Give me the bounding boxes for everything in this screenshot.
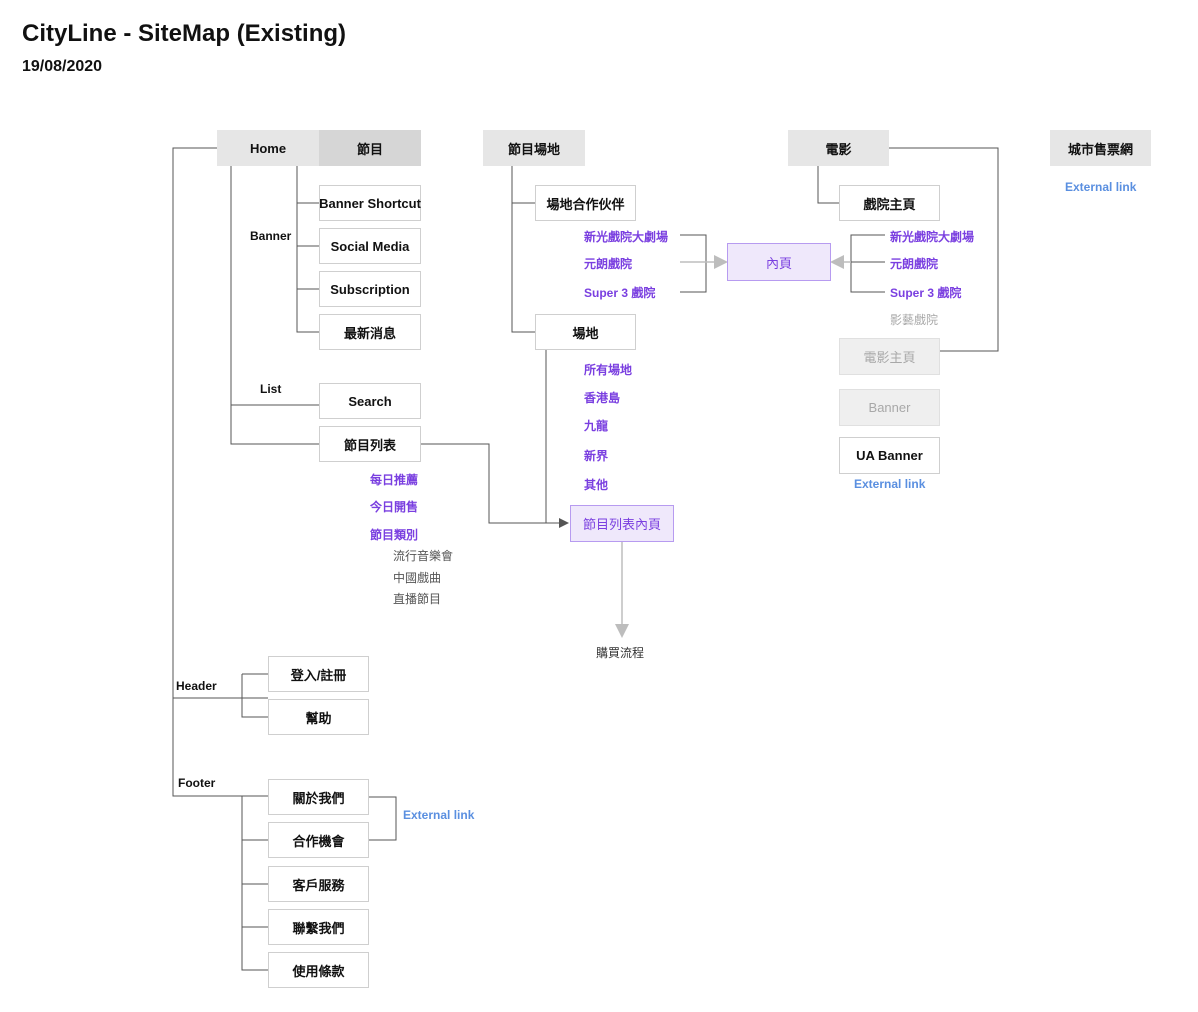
cooperation-box[interactable]: 合作機會 [268,822,369,858]
venue-link-all[interactable]: 所有場地 [584,363,633,377]
ua-external-link[interactable]: External link [854,477,926,491]
page-date: 19/08/2020 [22,58,103,75]
category-pop-concert: 流行音樂會 [393,549,454,563]
program-list-inner-box[interactable]: 節目列表內頁 [570,505,674,542]
cinema-link-yuen-long[interactable]: 元朗戲院 [890,257,939,271]
footer-external-link[interactable]: External link [403,808,475,822]
today-sale-link[interactable]: 今日開售 [370,500,419,514]
cinema-muted-label: 影藝戲院 [890,313,939,327]
programs-box[interactable]: 節目 [319,130,421,166]
category-chinese-opera: 中國戲曲 [393,571,442,585]
partner-link-yuen-long[interactable]: 元朗戲院 [584,257,633,271]
footer-group-label: Footer [178,776,216,790]
cinema-link-sunbeam[interactable]: 新光戲院大劇場 [890,230,975,244]
movies-box[interactable]: 電影 [788,130,889,166]
ua-banner-box[interactable]: UA Banner [839,437,940,474]
help-box[interactable]: 幫助 [268,699,369,735]
subscription-box[interactable]: Subscription [319,271,421,307]
partner-link-super3[interactable]: Super 3 戲院 [584,286,656,300]
banner-group-label: Banner [250,229,292,243]
contact-us-box[interactable]: 聯繫我們 [268,909,369,945]
about-us-box[interactable]: 關於我們 [268,779,369,815]
inner-page-box[interactable]: 內頁 [727,243,831,281]
city-ticketing-external-link[interactable]: External link [1065,180,1137,194]
venue-link-new-territories[interactable]: 新界 [584,449,609,463]
list-group-label: List [260,382,282,396]
venues-box[interactable]: 節目場地 [483,130,585,166]
home-box[interactable]: Home [217,130,319,166]
venue-link-hk-island[interactable]: 香港島 [584,391,621,405]
program-category-link[interactable]: 節目類別 [370,528,419,542]
venue-box[interactable]: 場地 [535,314,636,350]
header-group-label: Header [176,679,217,693]
partner-link-sunbeam[interactable]: 新光戲院大劇場 [584,230,669,244]
login-register-box[interactable]: 登入/註冊 [268,656,369,692]
movie-banner-box[interactable]: Banner [839,389,940,426]
venue-link-kowloon[interactable]: 九龍 [584,419,609,433]
customer-service-box[interactable]: 客戶服務 [268,866,369,902]
latest-news-box[interactable]: 最新消息 [319,314,421,350]
cinema-home-box[interactable]: 戲院主頁 [839,185,940,221]
purchase-flow-label: 購買流程 [596,646,645,660]
venue-link-others[interactable]: 其他 [584,478,609,492]
terms-box[interactable]: 使用條款 [268,952,369,988]
movie-home-box[interactable]: 電影主頁 [839,338,940,375]
category-live-program: 直播節目 [393,592,442,606]
page-title: CityLine - SiteMap (Existing) [22,20,347,47]
cinema-link-super3[interactable]: Super 3 戲院 [890,286,962,300]
city-ticketing-box[interactable]: 城市售票網 [1050,130,1151,166]
search-box[interactable]: Search [319,383,421,419]
daily-pick-link[interactable]: 每日推薦 [370,473,419,487]
venue-partners-box[interactable]: 場地合作伙伴 [535,185,636,221]
program-list-box[interactable]: 節目列表 [319,426,421,462]
social-media-box[interactable]: Social Media [319,228,421,264]
banner-shortcut-box[interactable]: Banner Shortcut [319,185,421,221]
